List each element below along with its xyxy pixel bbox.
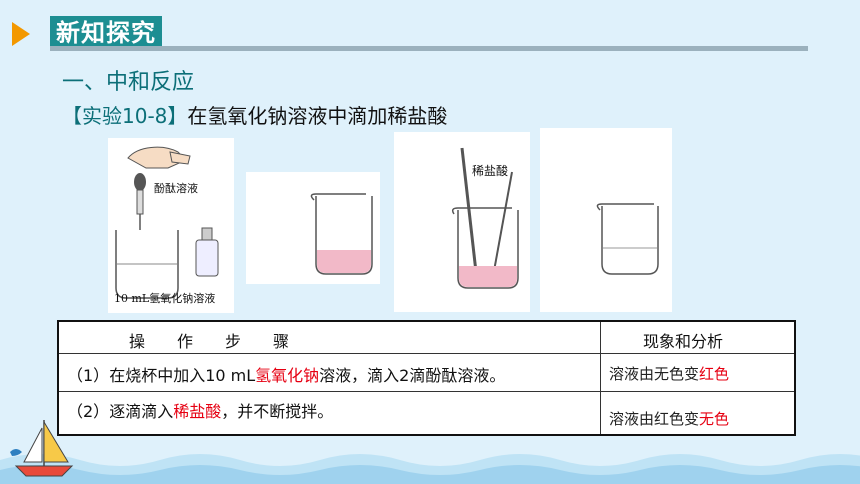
label-naoh: 10 mL氢氧化钠溶液 [114, 292, 216, 305]
figure-panel-3: 稀盐酸 [394, 132, 530, 312]
table-header-row: 操 作 步 骤 现象和分析 [59, 322, 794, 354]
table-row: （2）逐滴滴入稀盐酸，并不断搅拌。 溶液由红色变无色 [59, 392, 794, 434]
beaker-dropper-illustration [115, 146, 219, 299]
figure-panel-2 [246, 172, 380, 284]
section-heading: 一、中和反应 [62, 70, 195, 95]
experiment-steps-table: 操 作 步 骤 现象和分析 （1）在烧杯中加入10 mL氢氧化钠溶液，滴入2滴酚… [57, 320, 796, 436]
observation-text: 溶液由红色变无色 [609, 410, 730, 428]
header-observation: 现象和分析 [643, 332, 724, 351]
experiment-text: 在氢氧化钠溶液中滴加稀盐酸 [187, 104, 448, 128]
label-phenolphthalein: 酚酞溶液 [154, 182, 198, 195]
label-hcl: 稀盐酸 [472, 164, 509, 178]
play-icon [12, 22, 30, 46]
sailboat-icon [10, 420, 74, 477]
observation-text: 溶液由无色变红色 [609, 365, 730, 383]
experiment-tag: 【实验10-8】 [62, 104, 188, 128]
table-row: （1）在烧杯中加入10 mL氢氧化钠溶液，滴入2滴酚酞溶液。 溶液由无色变红色 [59, 354, 794, 392]
step-text: （2）逐滴滴入稀盐酸，并不断搅拌。 [67, 402, 334, 421]
figure-panel-1: 酚酞溶液 10 mL氢氧化钠溶液 [108, 138, 234, 313]
beaker-stirring-illustration [451, 147, 519, 289]
experiment-title: 【实验10-8】在氢氧化钠溶液中滴加稀盐酸 [62, 100, 447, 129]
beaker-pink-illustration [310, 193, 373, 275]
header-bar: 新知探究 [0, 0, 860, 58]
beaker-clear-illustration [596, 203, 659, 275]
step-text: （1）在烧杯中加入10 mL氢氧化钠溶液，滴入2滴酚酞溶液。 [67, 366, 506, 385]
figure-panel-4 [540, 128, 672, 312]
header-divider [50, 46, 808, 51]
wave-decoration [0, 454, 860, 484]
header-steps: 操 作 步 骤 [129, 332, 290, 351]
page-title: 新知探究 [50, 16, 162, 50]
